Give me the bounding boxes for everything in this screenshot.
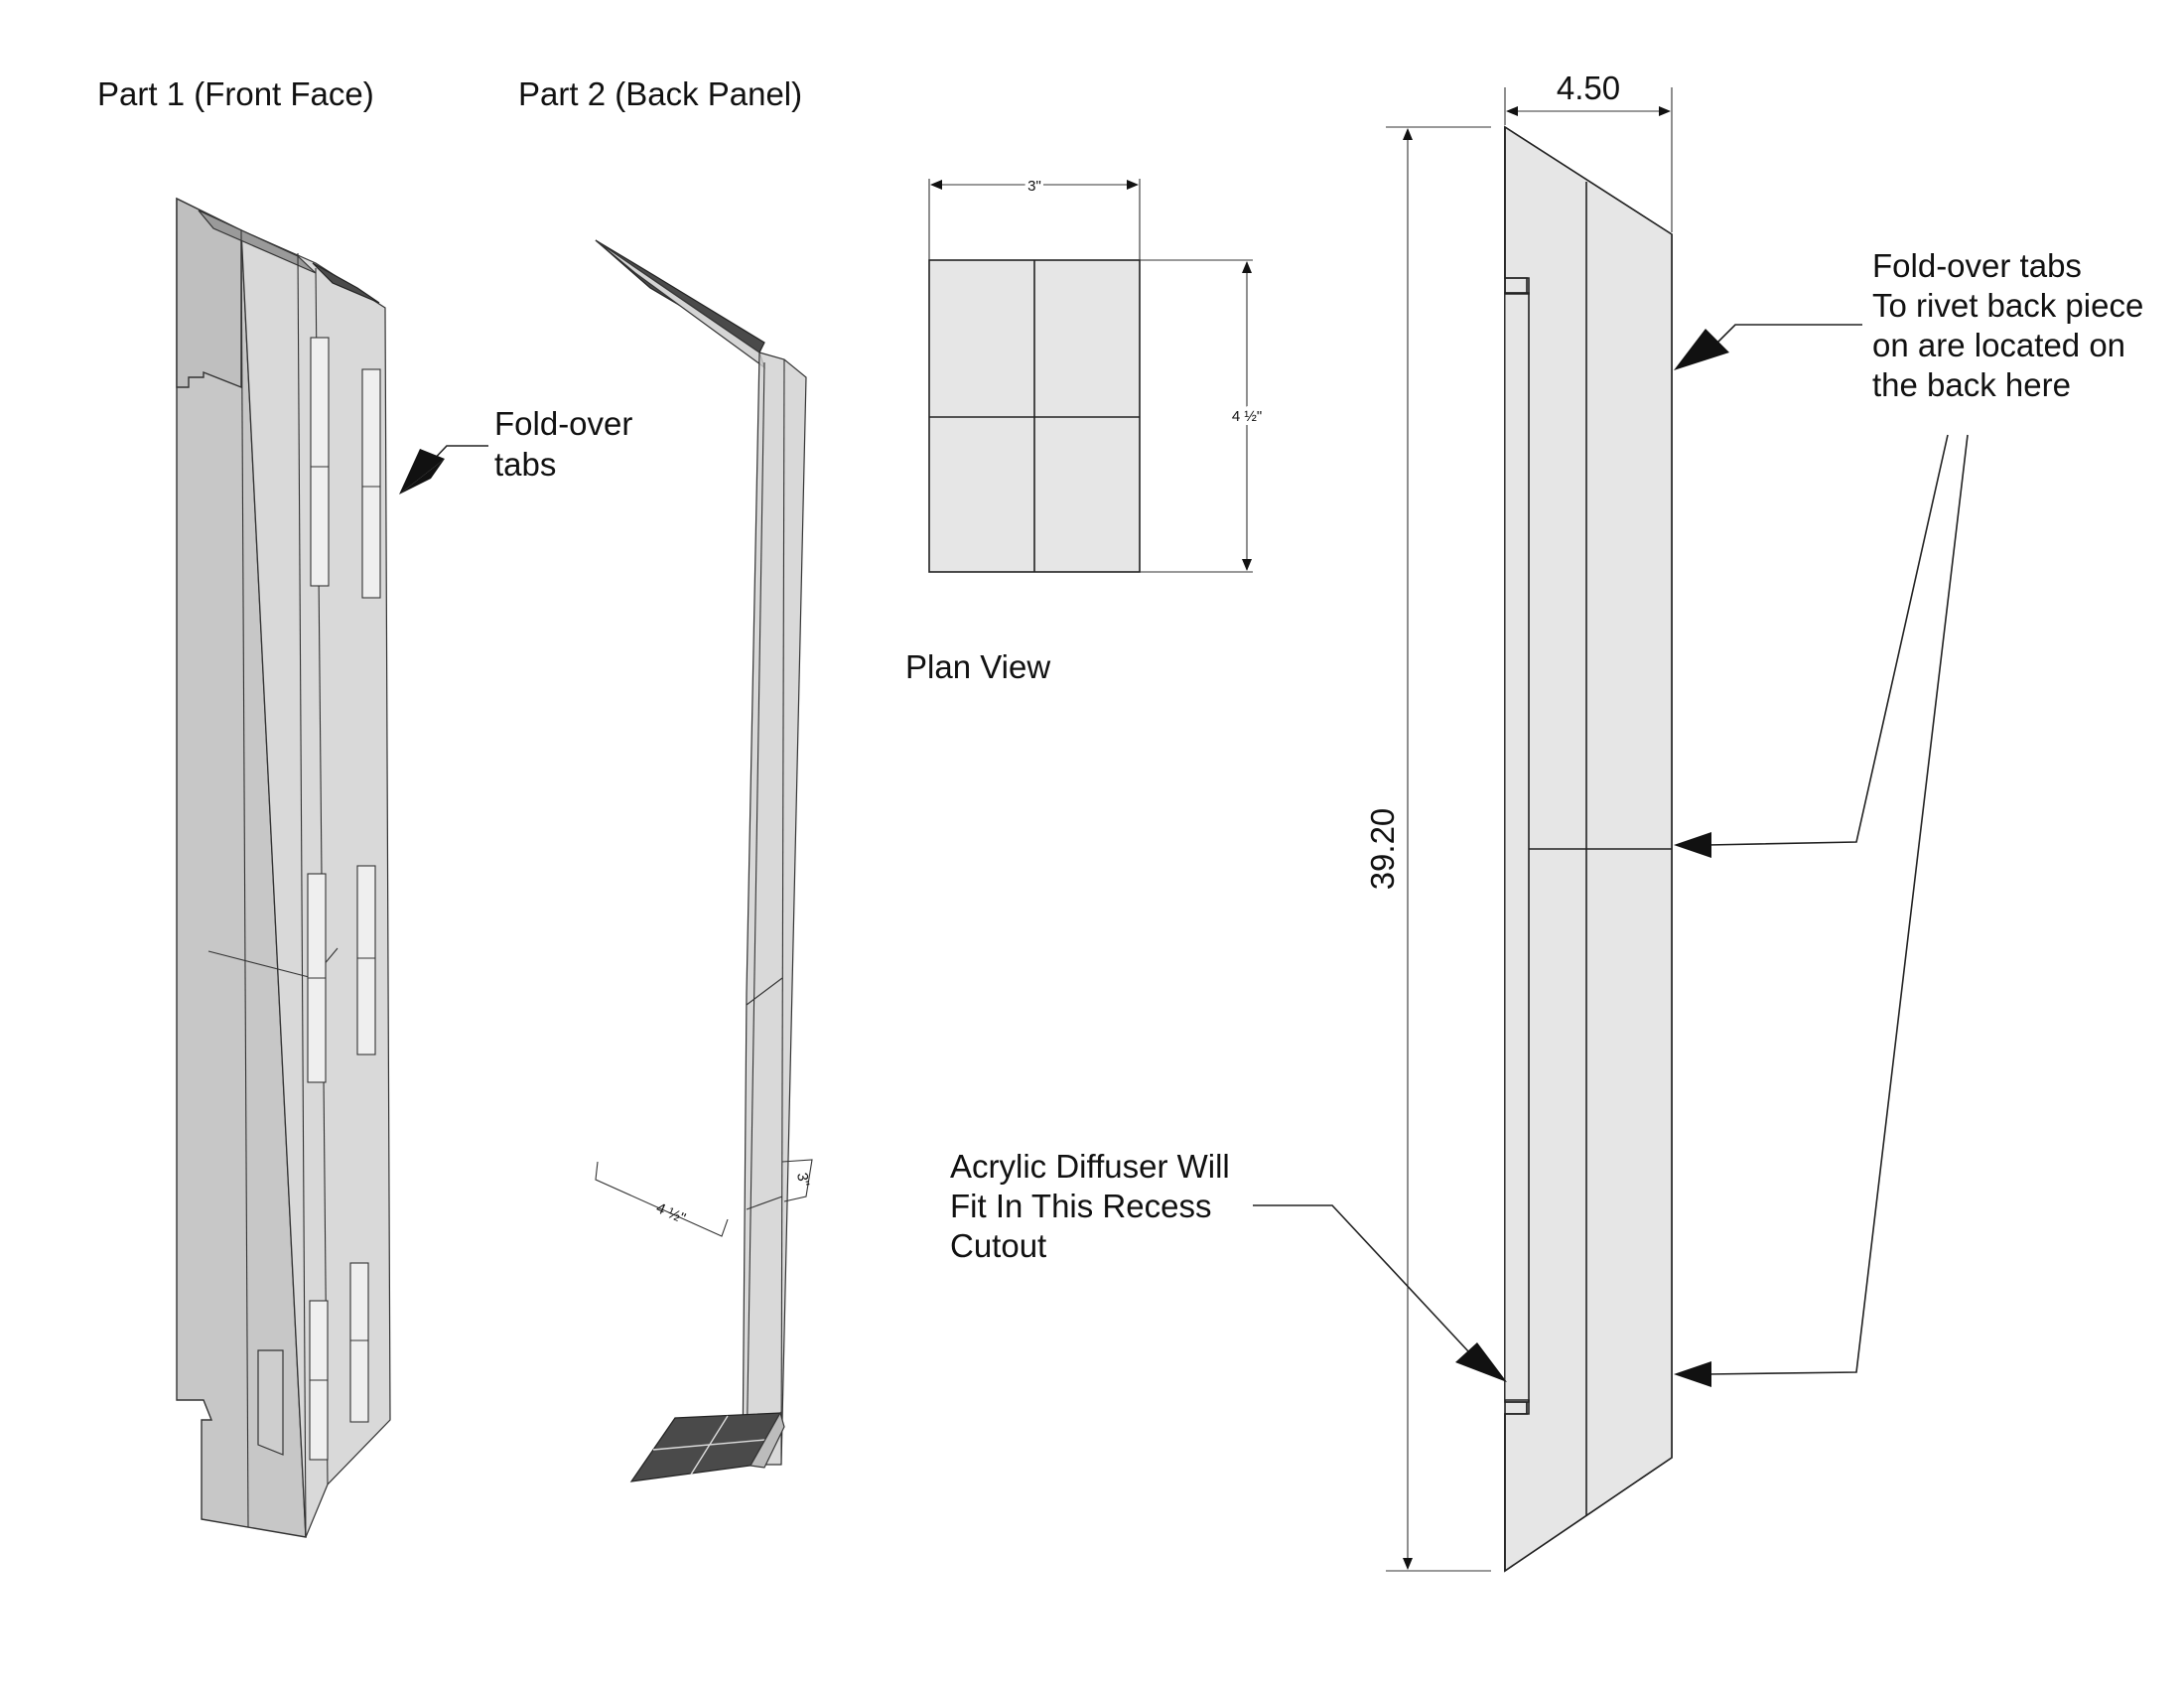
- plan-view-title: Plan View: [905, 648, 1050, 685]
- acrylic-arrowhead: [1455, 1342, 1507, 1382]
- part2-back-panel-model: 4 ½" 3": [595, 239, 813, 1482]
- callout-leader-middle: [1706, 434, 1949, 846]
- acrylic-callout: Acrylic Diffuser Will Fit In This Recess…: [950, 1148, 1507, 1382]
- elev-foldover-label-line3: on are located on: [1872, 327, 2125, 363]
- part1-bottom-notch: [257, 1349, 284, 1456]
- part1-foldover-label-line2: tabs: [494, 446, 556, 483]
- part1-title: Part 1 (Front Face): [97, 75, 374, 112]
- part2-top-flap-face: [595, 239, 766, 369]
- acrylic-label-line2: Fit In This Recess: [950, 1188, 1211, 1224]
- elev-foldover-label-line2: To rivet back piece: [1872, 287, 2143, 324]
- callout-leader-lower: [1706, 434, 1969, 1375]
- part2-seam-1: [746, 977, 783, 1006]
- callout-arrowhead: [399, 449, 445, 494]
- elevation-foldover-callout: Fold-over tabs To rivet back piece on ar…: [1674, 247, 2143, 1387]
- part2-dim-depth: [595, 1161, 729, 1237]
- plan-view: 3" 4 ½" Plan View: [905, 175, 1266, 685]
- part2-long-strip: [742, 352, 807, 1466]
- part2-dim-width-label: 3": [793, 1172, 812, 1188]
- part2-bottom-lip: [750, 1411, 785, 1469]
- part1-tabs-lower: [309, 1262, 369, 1461]
- part1-foldover-label-line1: Fold-over: [494, 405, 632, 442]
- acrylic-label-line3: Cutout: [950, 1227, 1046, 1264]
- elev-width-label: 4.50: [1557, 70, 1620, 106]
- part2-bottom-grid-h: [652, 1439, 766, 1451]
- part1-mid-seam: [207, 950, 314, 979]
- part1-tab: [349, 1262, 369, 1423]
- part1-fold-line-1: [240, 229, 249, 1528]
- callout-arrowhead-lower: [1674, 1361, 1711, 1387]
- callout-arrowhead-middle: [1674, 832, 1711, 858]
- part2-seam-2: [746, 1196, 783, 1210]
- part1-tab: [310, 337, 330, 587]
- part2-title: Part 2 (Back Panel): [518, 75, 802, 112]
- part2-top-flap: [595, 239, 765, 353]
- part1-tab: [361, 368, 381, 599]
- part2-strip-edge: [780, 358, 785, 1466]
- part1-tab: [356, 865, 376, 1055]
- acrylic-label-line1: Acrylic Diffuser Will: [950, 1148, 1230, 1185]
- elev-height-label: 39.20: [1364, 808, 1401, 891]
- acrylic-leader: [1253, 1204, 1470, 1353]
- part2-strip-fold: [746, 361, 765, 1466]
- elevation-bottom-notch: [1504, 1399, 1530, 1571]
- elevation-drawing: 4.50 39.20: [1364, 70, 1673, 1573]
- part2-dim-width: [781, 1159, 813, 1202]
- elev-foldover-label-line4: the back here: [1872, 366, 2071, 403]
- part1-fold-line-2: [297, 252, 307, 1538]
- elevation-top-notch: [1504, 127, 1530, 295]
- part1-foldover-callout: Fold-over tabs: [399, 405, 632, 494]
- part1-tabs-upper: [310, 337, 381, 599]
- plan-width-label: 3": [1027, 178, 1041, 195]
- part1-tabs-middle: [307, 865, 376, 1083]
- plan-height-label: 4 ½": [1232, 408, 1262, 425]
- elev-foldover-label-line1: Fold-over tabs: [1872, 247, 2082, 284]
- part2-dim-depth-label: 4 ½": [653, 1199, 688, 1227]
- part1-top-fold: [312, 262, 380, 304]
- part2-bottom-plate: [629, 1412, 782, 1482]
- callout-arrowhead-upper: [1674, 329, 1729, 370]
- part1-front-face-model: [176, 197, 391, 1538]
- callout-leader-upper: [1716, 324, 1862, 344]
